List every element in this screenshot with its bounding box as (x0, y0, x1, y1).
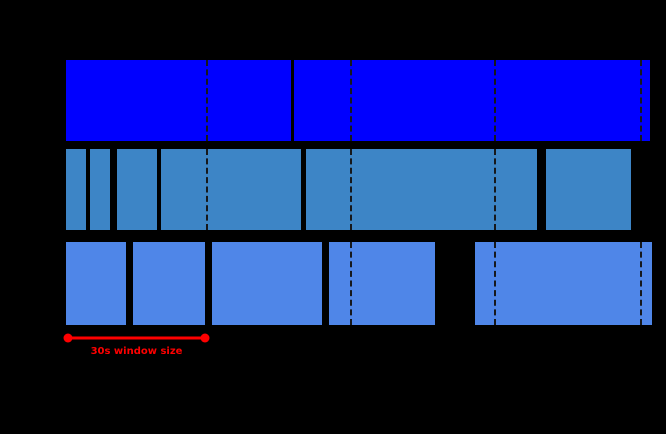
timeline-segment[interactable] (66, 149, 86, 230)
timeline-segment[interactable] (212, 242, 322, 325)
window-size-line (68, 336, 205, 340)
timeline-segment[interactable] (66, 242, 126, 325)
timeline-segment[interactable] (161, 149, 301, 230)
timeline-segment[interactable] (294, 60, 650, 141)
timeline-track-2 (0, 149, 666, 230)
timeline-segment[interactable] (90, 149, 110, 230)
timeline-segment[interactable] (475, 242, 652, 325)
window-size-label: 30s window size (90, 346, 183, 357)
window-size-left-cap-icon (63, 333, 73, 343)
window-size-right-cap-icon (200, 333, 210, 343)
timeline-segment[interactable] (306, 149, 537, 230)
timeline-segment[interactable] (546, 149, 631, 230)
timeline-segment[interactable] (117, 149, 157, 230)
timeline-track-1 (0, 60, 666, 141)
timeline-track-3 (0, 242, 666, 325)
timeline-segment[interactable] (66, 60, 291, 141)
timeline-segment[interactable] (329, 242, 435, 325)
timeline-segment[interactable] (133, 242, 205, 325)
